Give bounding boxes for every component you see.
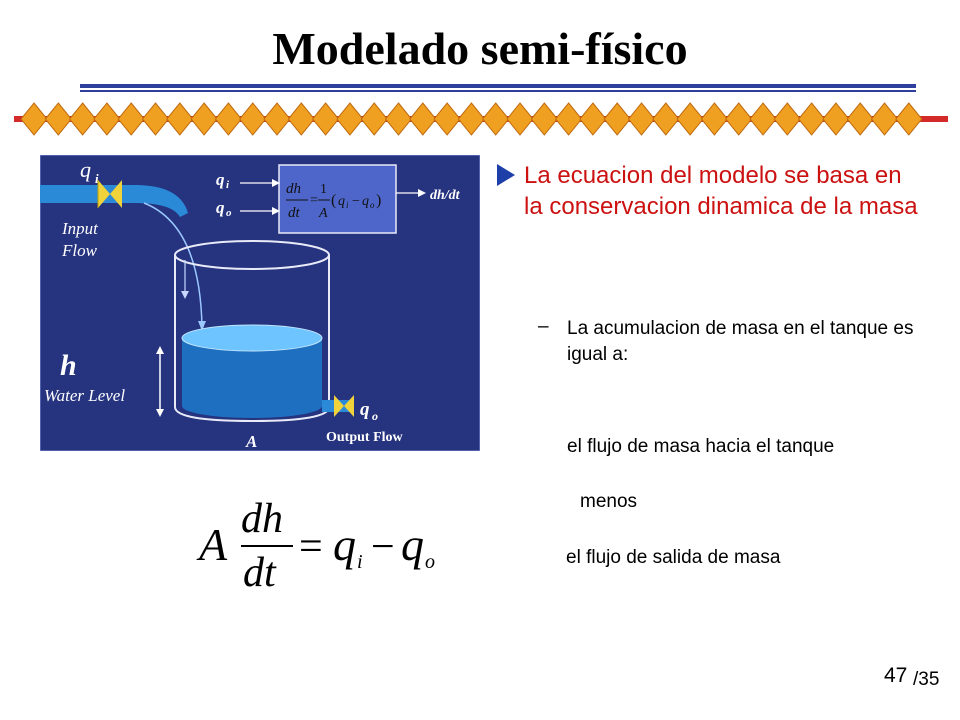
block-qi: q: [338, 194, 345, 209]
band-diamond: [603, 102, 631, 136]
water-level-h: h: [60, 349, 77, 382]
water-level-label: Water Level: [44, 386, 125, 405]
eq-equals: =: [299, 524, 323, 570]
area-label: A: [245, 432, 257, 451]
eq-minus: −: [371, 524, 395, 570]
tank-figure: q i Input Flow q i q o dh dt = 1 A ( q i…: [40, 155, 480, 451]
eq-sub-i: i: [357, 551, 363, 573]
slide-title: Modelado semi-físico: [272, 23, 688, 74]
band-diamond: [311, 102, 340, 136]
band-diamond: [433, 102, 461, 136]
decorative-diamond-band: [14, 102, 948, 136]
page-total: /35: [913, 669, 940, 690]
band-diamond: [457, 102, 486, 136]
band-diamond: [239, 102, 267, 136]
band-diamond: [895, 102, 923, 136]
block-qi-subs: i: [346, 200, 349, 210]
block-dh: dh: [286, 181, 301, 197]
mass-balance-equation: A dh dt = q i − q o: [196, 496, 435, 596]
band-diamond: [700, 102, 729, 136]
band-diamond: [482, 102, 510, 136]
input-q-label: q: [80, 157, 91, 182]
eq-dt: dt: [243, 550, 277, 596]
input-q-sub: i: [95, 171, 99, 186]
block-qo-q: q: [216, 198, 225, 217]
page-number: 47: [884, 664, 908, 687]
band-diamond: [554, 102, 583, 136]
band-diamond: [68, 102, 97, 136]
block-one: 1: [320, 182, 327, 197]
eq-A: A: [196, 519, 228, 570]
title-rule-thin: [80, 90, 916, 92]
output-q-sub: o: [372, 409, 378, 423]
sub-bullet-dash: –: [538, 316, 549, 337]
bullet-text: La ecuacion del modelo se basa en la con…: [524, 162, 918, 220]
band-diamond: [263, 102, 291, 136]
block-rparen: ): [376, 192, 381, 209]
band-diamond: [166, 102, 194, 136]
band-diamond: [409, 102, 437, 136]
band-diamond: [749, 102, 777, 136]
band-diamond: [214, 102, 243, 136]
title-rule-thick: [80, 84, 916, 88]
band-diamond: [506, 102, 534, 136]
band-diamond: [384, 102, 413, 136]
block-qo: q: [362, 194, 369, 209]
band-diamond: [93, 102, 121, 136]
band-diamond: [287, 102, 315, 136]
eq-dh: dh: [241, 496, 283, 542]
band-diamond: [141, 102, 170, 136]
block-qi-sub: i: [226, 179, 230, 191]
block-lparen: (: [331, 192, 336, 209]
block-eq: =: [310, 193, 318, 208]
block-qo-subs: o: [370, 200, 375, 210]
output-q: q: [360, 399, 370, 420]
input-flow-line1: Input: [61, 219, 99, 238]
eq-q2: q: [401, 519, 424, 570]
output-flow-label: Output Flow: [326, 430, 404, 445]
band-diamond: [870, 102, 899, 136]
block-qo-sub: o: [226, 207, 232, 219]
band-diamond: [117, 102, 145, 136]
band-diamond: [20, 102, 48, 136]
sub-bullet-text: La acumulacion de masa en el tanque es i…: [567, 318, 914, 365]
block-dt: dt: [288, 205, 301, 221]
band-diamond: [797, 102, 826, 136]
band-diamond: [676, 102, 704, 136]
band-diamond: [530, 102, 558, 136]
outflow-text: el flujo de salida de masa: [566, 547, 781, 568]
block-A: A: [318, 206, 328, 221]
dhdt-output-label: dh/dt: [430, 188, 461, 203]
block-qi-q: q: [216, 170, 225, 189]
band-diamond: [336, 102, 364, 136]
band-diamond: [846, 102, 874, 136]
band-diamond: [190, 102, 218, 136]
eq-q1: q: [333, 519, 356, 570]
eq-sub-o: o: [425, 551, 435, 573]
band-diamond: [360, 102, 388, 136]
inflow-text: el flujo de masa hacia el tanque: [567, 436, 835, 457]
band-diamond: [652, 102, 680, 136]
minus-text: menos: [580, 491, 638, 512]
band-diamond: [725, 102, 753, 136]
input-flow-line2: Flow: [61, 241, 98, 260]
bullet-arrow-icon: [497, 164, 515, 186]
block-minus: −: [352, 194, 360, 209]
band-diamond: [579, 102, 607, 136]
band-diamond: [773, 102, 801, 136]
band-diamond: [627, 102, 656, 136]
band-diamond: [822, 102, 850, 136]
band-diamond: [44, 102, 72, 136]
